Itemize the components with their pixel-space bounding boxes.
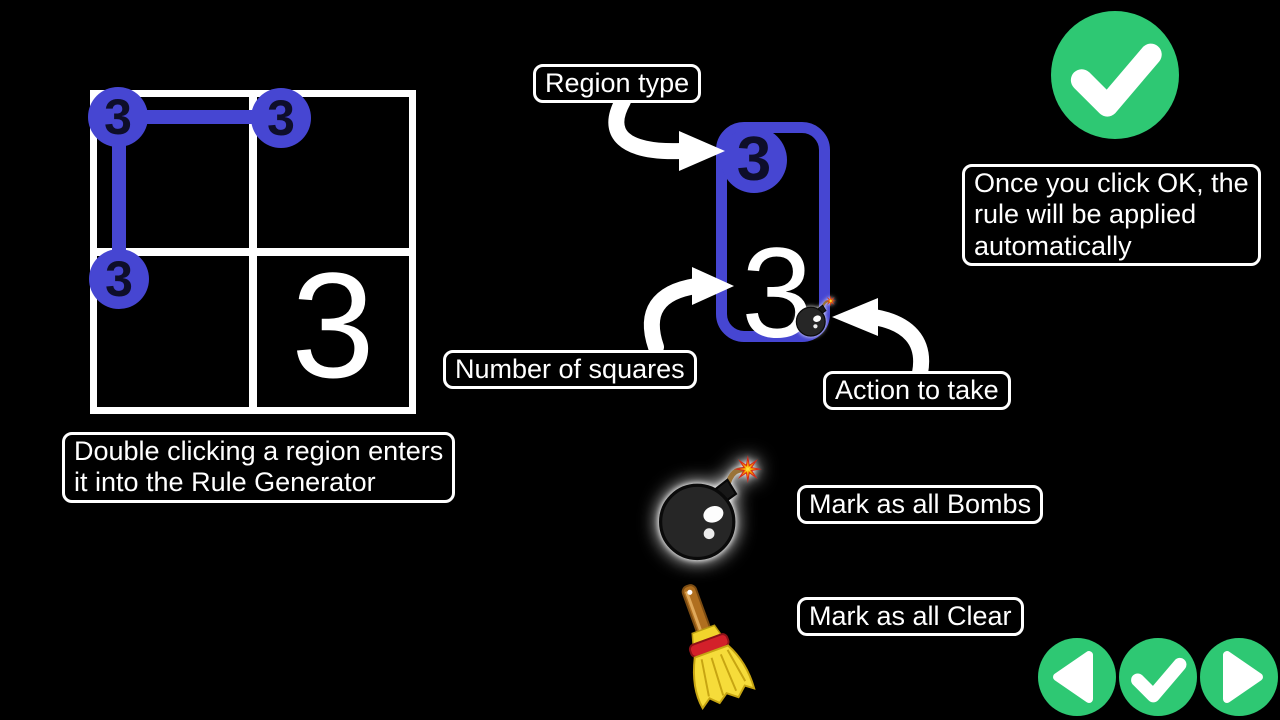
confirm-button[interactable]	[1119, 638, 1197, 716]
number-of-squares-arrow	[643, 267, 734, 355]
prev-button[interactable]	[1038, 638, 1116, 716]
region-connector-vertical	[112, 117, 126, 279]
check-icon	[1051, 11, 1179, 139]
region-type-label: Region type	[533, 64, 702, 104]
region-marker: 3	[89, 249, 149, 309]
number-of-squares-label: Number of squares	[443, 350, 697, 390]
grid-line-horizontal	[97, 248, 409, 256]
rule-region-type-marker: 3	[721, 127, 787, 193]
marker-value: 3	[267, 90, 295, 146]
ok-hint: Once you click OK, the rule will be appl…	[962, 164, 1261, 266]
region-type-arrow	[608, 93, 725, 171]
bomb-icon[interactable]	[652, 454, 764, 566]
chevron-right-icon	[1223, 651, 1263, 703]
action-to-take-label: Action to take	[823, 371, 1011, 411]
caption-line: it into the Rule Generator	[74, 467, 376, 498]
mark-all-bombs-label: Mark as all Bombs	[797, 485, 1044, 525]
region-marker: 3	[88, 87, 148, 147]
broom-icon[interactable]	[643, 567, 773, 719]
hint-line: rule will be applied	[974, 199, 1197, 230]
rule-region-outline	[716, 122, 830, 342]
count-value: 3	[741, 222, 813, 365]
next-button[interactable]	[1200, 638, 1278, 716]
marker-value: 3	[104, 89, 132, 145]
puzzle-grid[interactable]: 3	[90, 90, 416, 414]
ok-button[interactable]	[1051, 11, 1179, 139]
marker-value: 3	[105, 251, 133, 307]
action-to-take-arrow	[832, 298, 930, 381]
chevron-left-icon	[1053, 651, 1093, 703]
caption-line: Double clicking a region enters	[74, 436, 444, 466]
mark-all-clear-label: Mark as all Clear	[797, 597, 1024, 637]
hint-line: automatically	[974, 230, 1132, 261]
hint-line: Once you click OK, the	[974, 168, 1249, 198]
grid-caption: Double clicking a region enters it into …	[62, 432, 456, 503]
region-marker: 3	[251, 88, 311, 148]
region-connector-horizontal	[118, 110, 281, 124]
grid-cell-number: 3	[291, 241, 375, 409]
rule-square-count: 3	[730, 228, 824, 360]
marker-value: 3	[736, 125, 772, 194]
check-icon	[1119, 638, 1197, 716]
